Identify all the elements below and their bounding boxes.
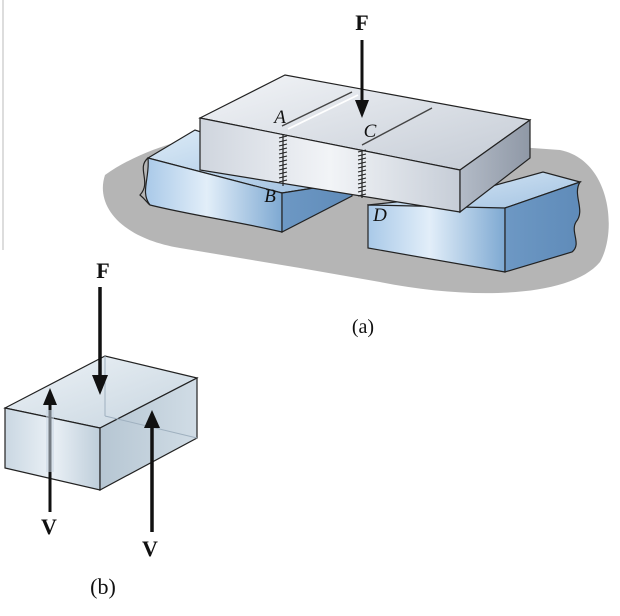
force-label-b: F [96, 258, 109, 283]
figure-b: F V V (b) [3, 258, 199, 599]
point-label-b: B [264, 186, 276, 207]
force-arrow-a [355, 40, 369, 118]
caption-b: (b) [90, 574, 116, 599]
shear-label-left: V [41, 514, 57, 539]
point-label-d: D [372, 205, 387, 226]
force-arrow-b [92, 287, 108, 395]
point-label-a: A [272, 107, 286, 128]
top-block [198, 74, 532, 214]
force-label-a: F [355, 10, 368, 35]
shear-label-right: V [142, 536, 158, 561]
figure-a: F A B C D (a) [102, 10, 609, 338]
caption-a: (a) [352, 316, 374, 338]
shear-plane-cd [357, 149, 367, 197]
shear-plane-ab [278, 135, 288, 183]
shear-arrow-right [144, 410, 160, 532]
point-label-c: C [364, 121, 377, 142]
shear-arrow-left [43, 388, 57, 512]
